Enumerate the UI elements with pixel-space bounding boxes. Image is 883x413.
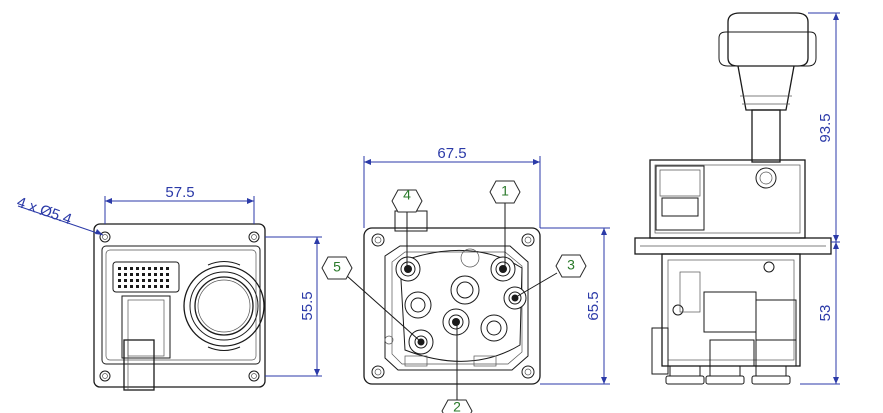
callout-2: 2	[441, 399, 473, 413]
callout-leaders	[346, 202, 558, 401]
callout-label-1: 1	[501, 183, 509, 199]
dim-center-height: 65.5	[540, 227, 610, 385]
callout-3: 3	[555, 254, 587, 278]
round-button	[183, 261, 265, 351]
callout-label-4: 4	[403, 187, 411, 203]
dim-text-93-5: 93.5	[817, 113, 834, 142]
callout-label-2: 2	[453, 399, 461, 413]
connector-block	[112, 261, 180, 293]
dim-hole-spec: 4 x Ø5.4	[15, 194, 104, 236]
dim-text-hole-spec: 4 x Ø5.4	[15, 194, 74, 229]
dim-left-width: 57.5	[104, 184, 255, 224]
dim-text-55-5: 55.5	[299, 291, 316, 320]
front-body	[101, 245, 261, 365]
dim-text-53: 53	[817, 305, 834, 322]
upper-housing	[649, 159, 806, 239]
dim-right-lower: 53	[800, 242, 840, 385]
callout-label-5: 5	[333, 259, 341, 275]
callout-5: 5	[321, 256, 353, 280]
front-view: 57.5 55.5 4 x Ø5.4	[15, 184, 322, 391]
dim-left-height: 55.5	[265, 236, 322, 377]
mounting-holes	[99, 231, 260, 382]
bottom-mounting-holes	[371, 233, 535, 379]
dim-text-57-5: 57.5	[165, 184, 194, 201]
cable-housing	[121, 295, 171, 359]
bottom-base-plate	[363, 227, 541, 385]
callout-4: 4	[391, 187, 423, 213]
connector-pins	[118, 267, 169, 288]
dim-center-width: 67.5	[363, 145, 541, 228]
lower-body	[651, 253, 801, 375]
dim-right-upper: 93.5	[808, 12, 840, 243]
dim-text-65-5: 65.5	[585, 291, 602, 320]
dim-text-67-5: 67.5	[437, 145, 466, 162]
cable-outlet	[123, 339, 155, 391]
front-base-plate	[93, 223, 266, 388]
fittings	[665, 365, 791, 385]
callout-label-3: 3	[567, 257, 575, 273]
side-view: 93.5 53	[634, 12, 840, 385]
valve-body	[384, 245, 529, 371]
bottom-view: 4 1 3 5 2 67.5	[321, 145, 610, 413]
callout-1: 1	[489, 180, 521, 204]
joystick-handle	[718, 12, 817, 163]
